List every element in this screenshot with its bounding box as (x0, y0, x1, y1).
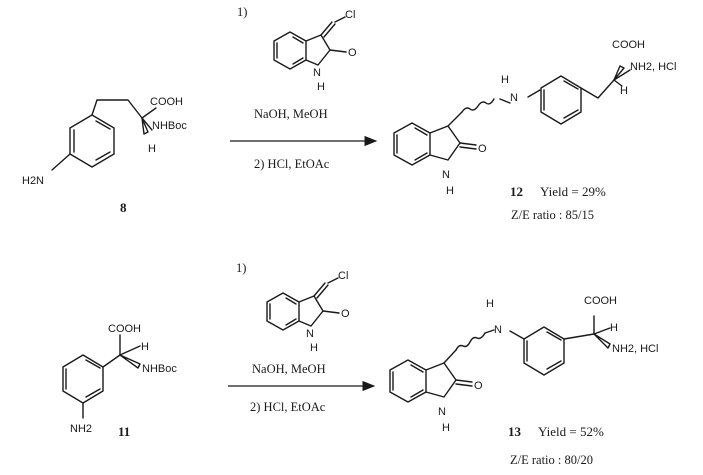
carbonyl-o-label: O (348, 47, 357, 59)
nh-h-label: H (310, 342, 318, 354)
compound-8-structure: COOH NHBoc H H2N (22, 96, 187, 187)
step1-label: 1) (236, 261, 246, 275)
h-label: H (148, 143, 156, 155)
cl-label: Cl (338, 270, 348, 282)
step1-label: 1) (237, 5, 247, 19)
nh-h-label: H (317, 81, 325, 93)
h-label: H (610, 322, 618, 334)
ring-n-label: N (438, 406, 446, 418)
reaction-1: COOH NHBoc H H2N 8 Cl O N H 1) NaOH, MeO… (22, 5, 676, 222)
nh2-hcl-label: NH2, HCl (630, 61, 676, 73)
amine-label: H2N (22, 175, 44, 187)
nhboc-label: NHBoc (152, 120, 187, 132)
nhboc-label: NHBoc (142, 363, 177, 375)
nh2-hcl-label: NH2, HCl (612, 343, 658, 355)
ratio-13: Z/E ratio : 80/20 (510, 453, 593, 467)
ring-n-label: N (442, 169, 450, 181)
carbonyl-o-label: O (474, 380, 483, 392)
linker-n-label: N (494, 324, 502, 336)
cooh-label: COOH (584, 295, 617, 307)
cl-label: Cl (345, 9, 355, 21)
h-label: H (141, 341, 149, 353)
reagent-2-structure: Cl O N H (266, 270, 350, 354)
ring-h-label: H (442, 422, 450, 434)
base-conditions: NaOH, MeOH (252, 362, 326, 376)
compound-12-number: 12 (510, 184, 523, 199)
nh-n-label: N (313, 67, 321, 79)
acid-conditions: 2) HCl, EtOAc (250, 400, 326, 414)
compound-13-structure: COOH H NH2, HCl N H O N H (389, 295, 658, 434)
compound-13-number: 13 (508, 424, 522, 439)
yield-12: Yield = 29% (540, 184, 606, 199)
amine-label: NH2 (70, 423, 92, 435)
compound-11-number: 11 (118, 424, 130, 439)
carbonyl-o-label: O (478, 143, 487, 155)
ring-h-label: H (446, 185, 454, 197)
carbonyl-o-label: O (341, 308, 350, 320)
reaction-2: COOH H NHBoc NH2 11 Cl O N H 1) NaOH, Me… (62, 261, 658, 467)
compound-8-number: 8 (120, 200, 127, 215)
reagent-1-structure: Cl O N H (273, 9, 357, 93)
nh-n-label: N (306, 328, 314, 340)
linker-h-label: H (486, 298, 494, 310)
cooh-label: COOH (612, 39, 645, 51)
compound-11-structure: COOH H NHBoc NH2 (62, 323, 177, 435)
cooh-label: COOH (150, 96, 183, 108)
base-conditions: NaOH, MeOH (254, 107, 328, 121)
compound-12-structure: COOH NH2, HCl H N H O N H (393, 39, 676, 197)
acid-conditions: 2) HCl, EtOAc (254, 157, 330, 171)
ratio-12: Z/E ratio : 85/15 (511, 208, 594, 222)
h-label: H (620, 85, 628, 97)
yield-13: Yield = 52% (538, 424, 604, 439)
linker-n-label: N (510, 92, 518, 104)
cooh-label: COOH (108, 323, 141, 335)
linker-h-label: H (501, 74, 509, 86)
